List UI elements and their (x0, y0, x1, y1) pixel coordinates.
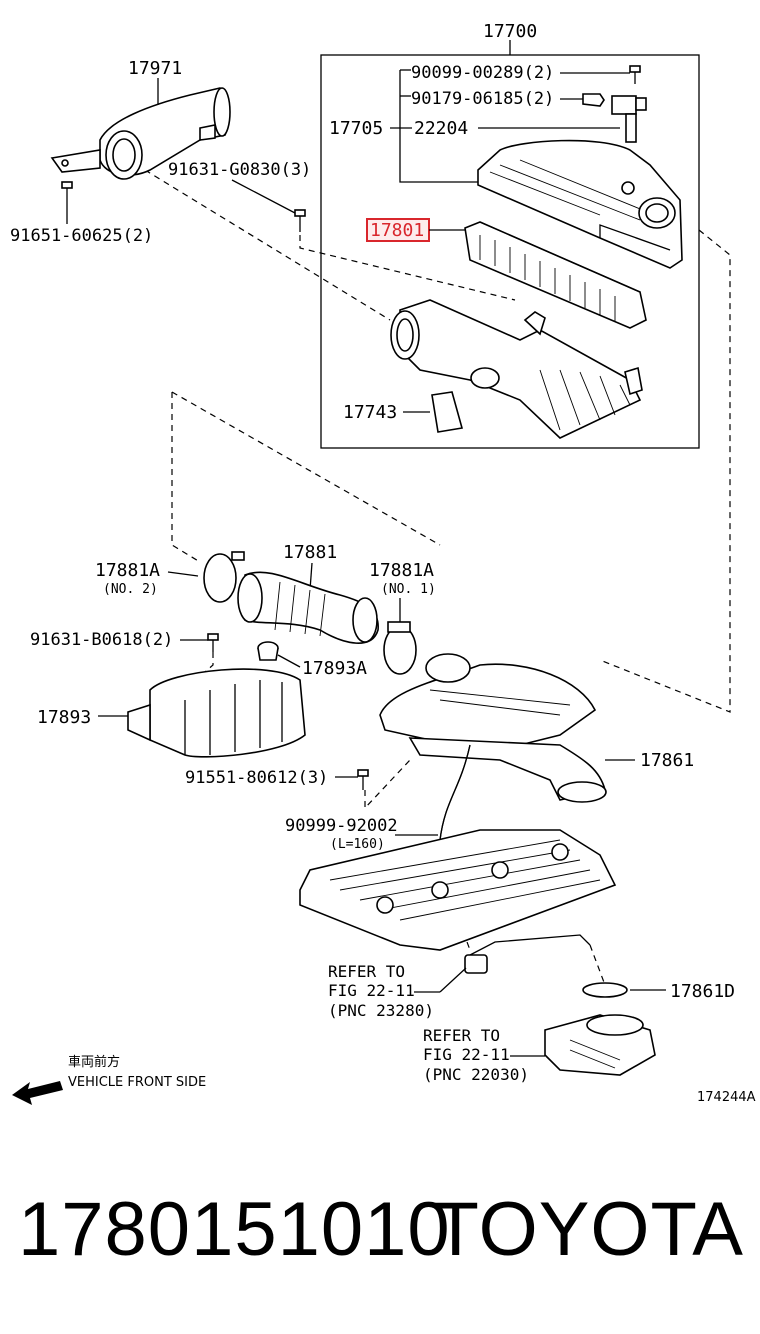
hose-clamp-no2-part (203, 551, 245, 603)
hose-clamp-no1-part (383, 621, 417, 675)
label-22204: 22204 (414, 118, 468, 139)
parts-diagram: 17700 17971 91651-60625(2) 91631-G0830(3… (10, 21, 756, 1105)
screw-icon (629, 65, 641, 84)
front-label-en: VEHICLE FRONT SIDE (68, 1075, 206, 1090)
front-label-jp: 車両前方 (68, 1054, 120, 1070)
label-90999-92002: 90999-92002 (285, 816, 398, 836)
intake-hose-part (237, 571, 379, 644)
label-17861d: 17861D (670, 981, 735, 1002)
label-17881a-no2-sub: (NO. 2) (103, 582, 158, 597)
vsv-sensor-part (464, 954, 488, 974)
drain-valve-part (431, 391, 464, 433)
clamp-17861d-part (582, 982, 628, 998)
dashed-link-hose (171, 392, 201, 563)
label-refer1-line1: REFER TO (328, 962, 405, 981)
dashed-link-clamp-d (589, 944, 606, 986)
label-17881a-no2: 17881A (95, 560, 160, 581)
clip-icon (582, 93, 605, 107)
dashed-link-assy (599, 229, 731, 713)
maf-sensor-icon (611, 95, 647, 143)
label-17861: 17861 (640, 750, 694, 771)
label-refer1-line2: FIG 22-11 (328, 981, 415, 1000)
label-17881a-no1-sub: (NO. 1) (381, 582, 436, 597)
bolt-91651-icon (61, 181, 73, 202)
inlet-duct-part (50, 87, 231, 180)
bolt-91631-g0830-icon (294, 209, 306, 232)
valve-cover-part (299, 829, 617, 951)
bolt-91631-b0618-icon (207, 633, 219, 652)
cleaner-cap-part (477, 139, 683, 269)
label-17881a-no1: 17881A (369, 560, 434, 581)
label-91551-80612: 91551-80612(3) (185, 768, 328, 788)
footer-brand: TOYOTA (432, 1187, 744, 1272)
label-90099-00289: 90099-00289(2) (411, 63, 554, 83)
label-refer2-line1: REFER TO (423, 1026, 500, 1045)
grommet-part (257, 641, 279, 661)
dashed-link-bolt-d (364, 759, 411, 810)
dashed-link-box (171, 391, 441, 546)
filter-element-part (464, 221, 647, 329)
label-17700: 17700 (483, 21, 537, 42)
label-refer2-line3: (PNC 22030) (423, 1065, 529, 1084)
footer: 1780151010 TOYOTA (0, 1180, 760, 1290)
label-91631-b0618: 91631-B0618(2) (30, 630, 173, 650)
air-cleaner-assembly-part (379, 653, 607, 803)
dashed-link-inlet (144, 169, 391, 321)
cleaner-case-part (390, 299, 643, 439)
figure-code: 174244A (697, 1090, 756, 1105)
label-17893: 17893 (37, 707, 91, 728)
label-91651: 91651-60625(2) (10, 226, 153, 246)
label-17743: 17743 (343, 402, 397, 423)
label-17893a: 17893A (302, 658, 367, 679)
footer-part-number: 1780151010 (18, 1187, 451, 1272)
label-17881: 17881 (283, 542, 337, 563)
label-refer1-line3: (PNC 23280) (328, 1001, 434, 1020)
label-90179-06185: 90179-06185(2) (411, 89, 554, 109)
label-17801: 17801 (370, 220, 424, 241)
throttle-body-part (544, 1014, 656, 1076)
label-91631-g0830: 91631-G0830(3) (168, 160, 311, 180)
label-17971: 17971 (128, 58, 182, 79)
label-refer2-line2: FIG 22-11 (423, 1045, 510, 1064)
label-17705: 17705 (329, 118, 383, 139)
dashed-link-bolt (299, 235, 516, 301)
bolt-91551-icon (357, 769, 369, 790)
label-90999-92002-sub: (L=160) (330, 837, 385, 852)
resonator-part (127, 668, 306, 758)
front-arrow-icon (12, 1081, 63, 1105)
